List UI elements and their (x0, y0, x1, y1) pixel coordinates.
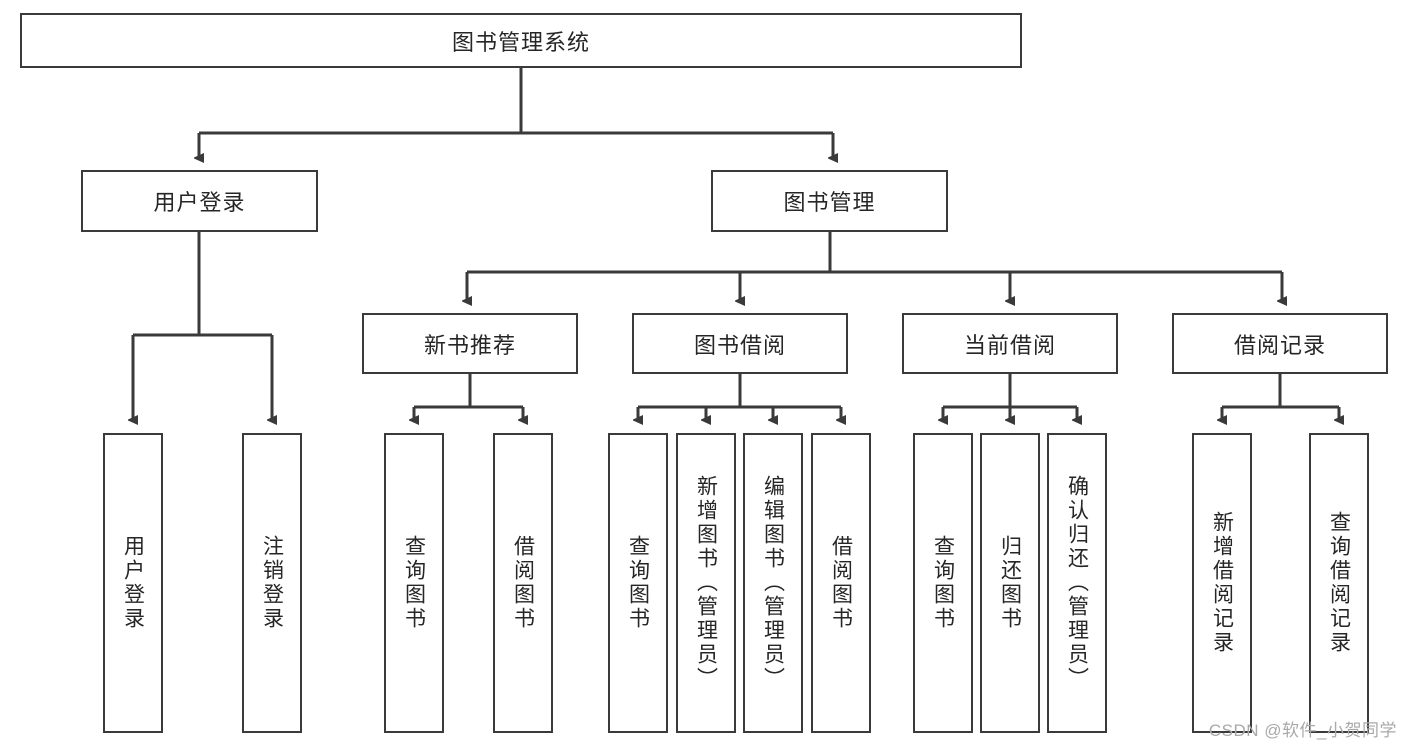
node-label: 图书借阅 (693, 332, 786, 358)
node-label: 编辑图书（管理员） (761, 475, 785, 691)
node-book-management[interactable]: 图书管理 (711, 170, 948, 232)
node-label: 查询图书 (402, 535, 426, 631)
node-label: 图书管理 (783, 190, 876, 215)
leaf-book-borrow-edit-book-admin[interactable]: 编辑图书（管理员） (743, 433, 803, 733)
node-label: 查询图书 (931, 535, 955, 631)
node-label: 新书推荐 (423, 332, 516, 358)
node-user-login[interactable]: 用户登录 (81, 170, 318, 232)
leaf-book-borrow-borrow-book[interactable]: 借阅图书 (811, 433, 871, 733)
leaf-book-borrow-add-book-admin[interactable]: 新增图书（管理员） (676, 433, 736, 733)
leaf-user-login-logout[interactable]: 注销登录 (242, 433, 302, 733)
leaf-book-borrow-query-book[interactable]: 查询图书 (608, 433, 668, 733)
node-label: 归还图书 (998, 535, 1022, 631)
node-book-borrow[interactable]: 图书借阅 (632, 313, 848, 374)
node-label: 查询图书 (626, 535, 650, 631)
leaf-current-borrow-return-book[interactable]: 归还图书 (980, 433, 1040, 733)
node-label: 借阅图书 (511, 535, 535, 631)
leaf-borrow-record-query-record[interactable]: 查询借阅记录 (1309, 433, 1369, 733)
node-label: 用户登录 (153, 190, 246, 215)
node-current-borrow[interactable]: 当前借阅 (902, 313, 1118, 374)
node-label: 图书管理系统 (451, 29, 590, 55)
leaf-borrow-record-add-record[interactable]: 新增借阅记录 (1192, 433, 1252, 733)
node-root-book-management-system[interactable]: 图书管理系统 (20, 13, 1022, 68)
node-label: 借阅记录 (1233, 332, 1326, 358)
node-label: 用户登录 (121, 535, 145, 631)
leaf-new-book-query-book[interactable]: 查询图书 (384, 433, 444, 733)
node-label: 新增借阅记录 (1210, 511, 1234, 655)
node-new-book-recommend[interactable]: 新书推荐 (362, 313, 578, 374)
leaf-new-book-borrow-book[interactable]: 借阅图书 (493, 433, 553, 733)
leaf-current-borrow-confirm-return-admin[interactable]: 确认归还（管理员） (1047, 433, 1107, 733)
leaf-current-borrow-query-book[interactable]: 查询图书 (913, 433, 973, 733)
node-label: 借阅图书 (829, 535, 853, 631)
node-borrow-record[interactable]: 借阅记录 (1172, 313, 1388, 374)
leaf-user-login-login[interactable]: 用户登录 (103, 433, 163, 733)
watermark-text: CSDN @软件_小贺同学 (1208, 721, 1397, 740)
node-label: 确认归还（管理员） (1065, 475, 1089, 691)
node-label: 当前借阅 (963, 332, 1056, 358)
node-label: 注销登录 (260, 535, 284, 631)
node-label: 新增图书（管理员） (694, 475, 718, 691)
node-label: 查询借阅记录 (1327, 511, 1351, 655)
